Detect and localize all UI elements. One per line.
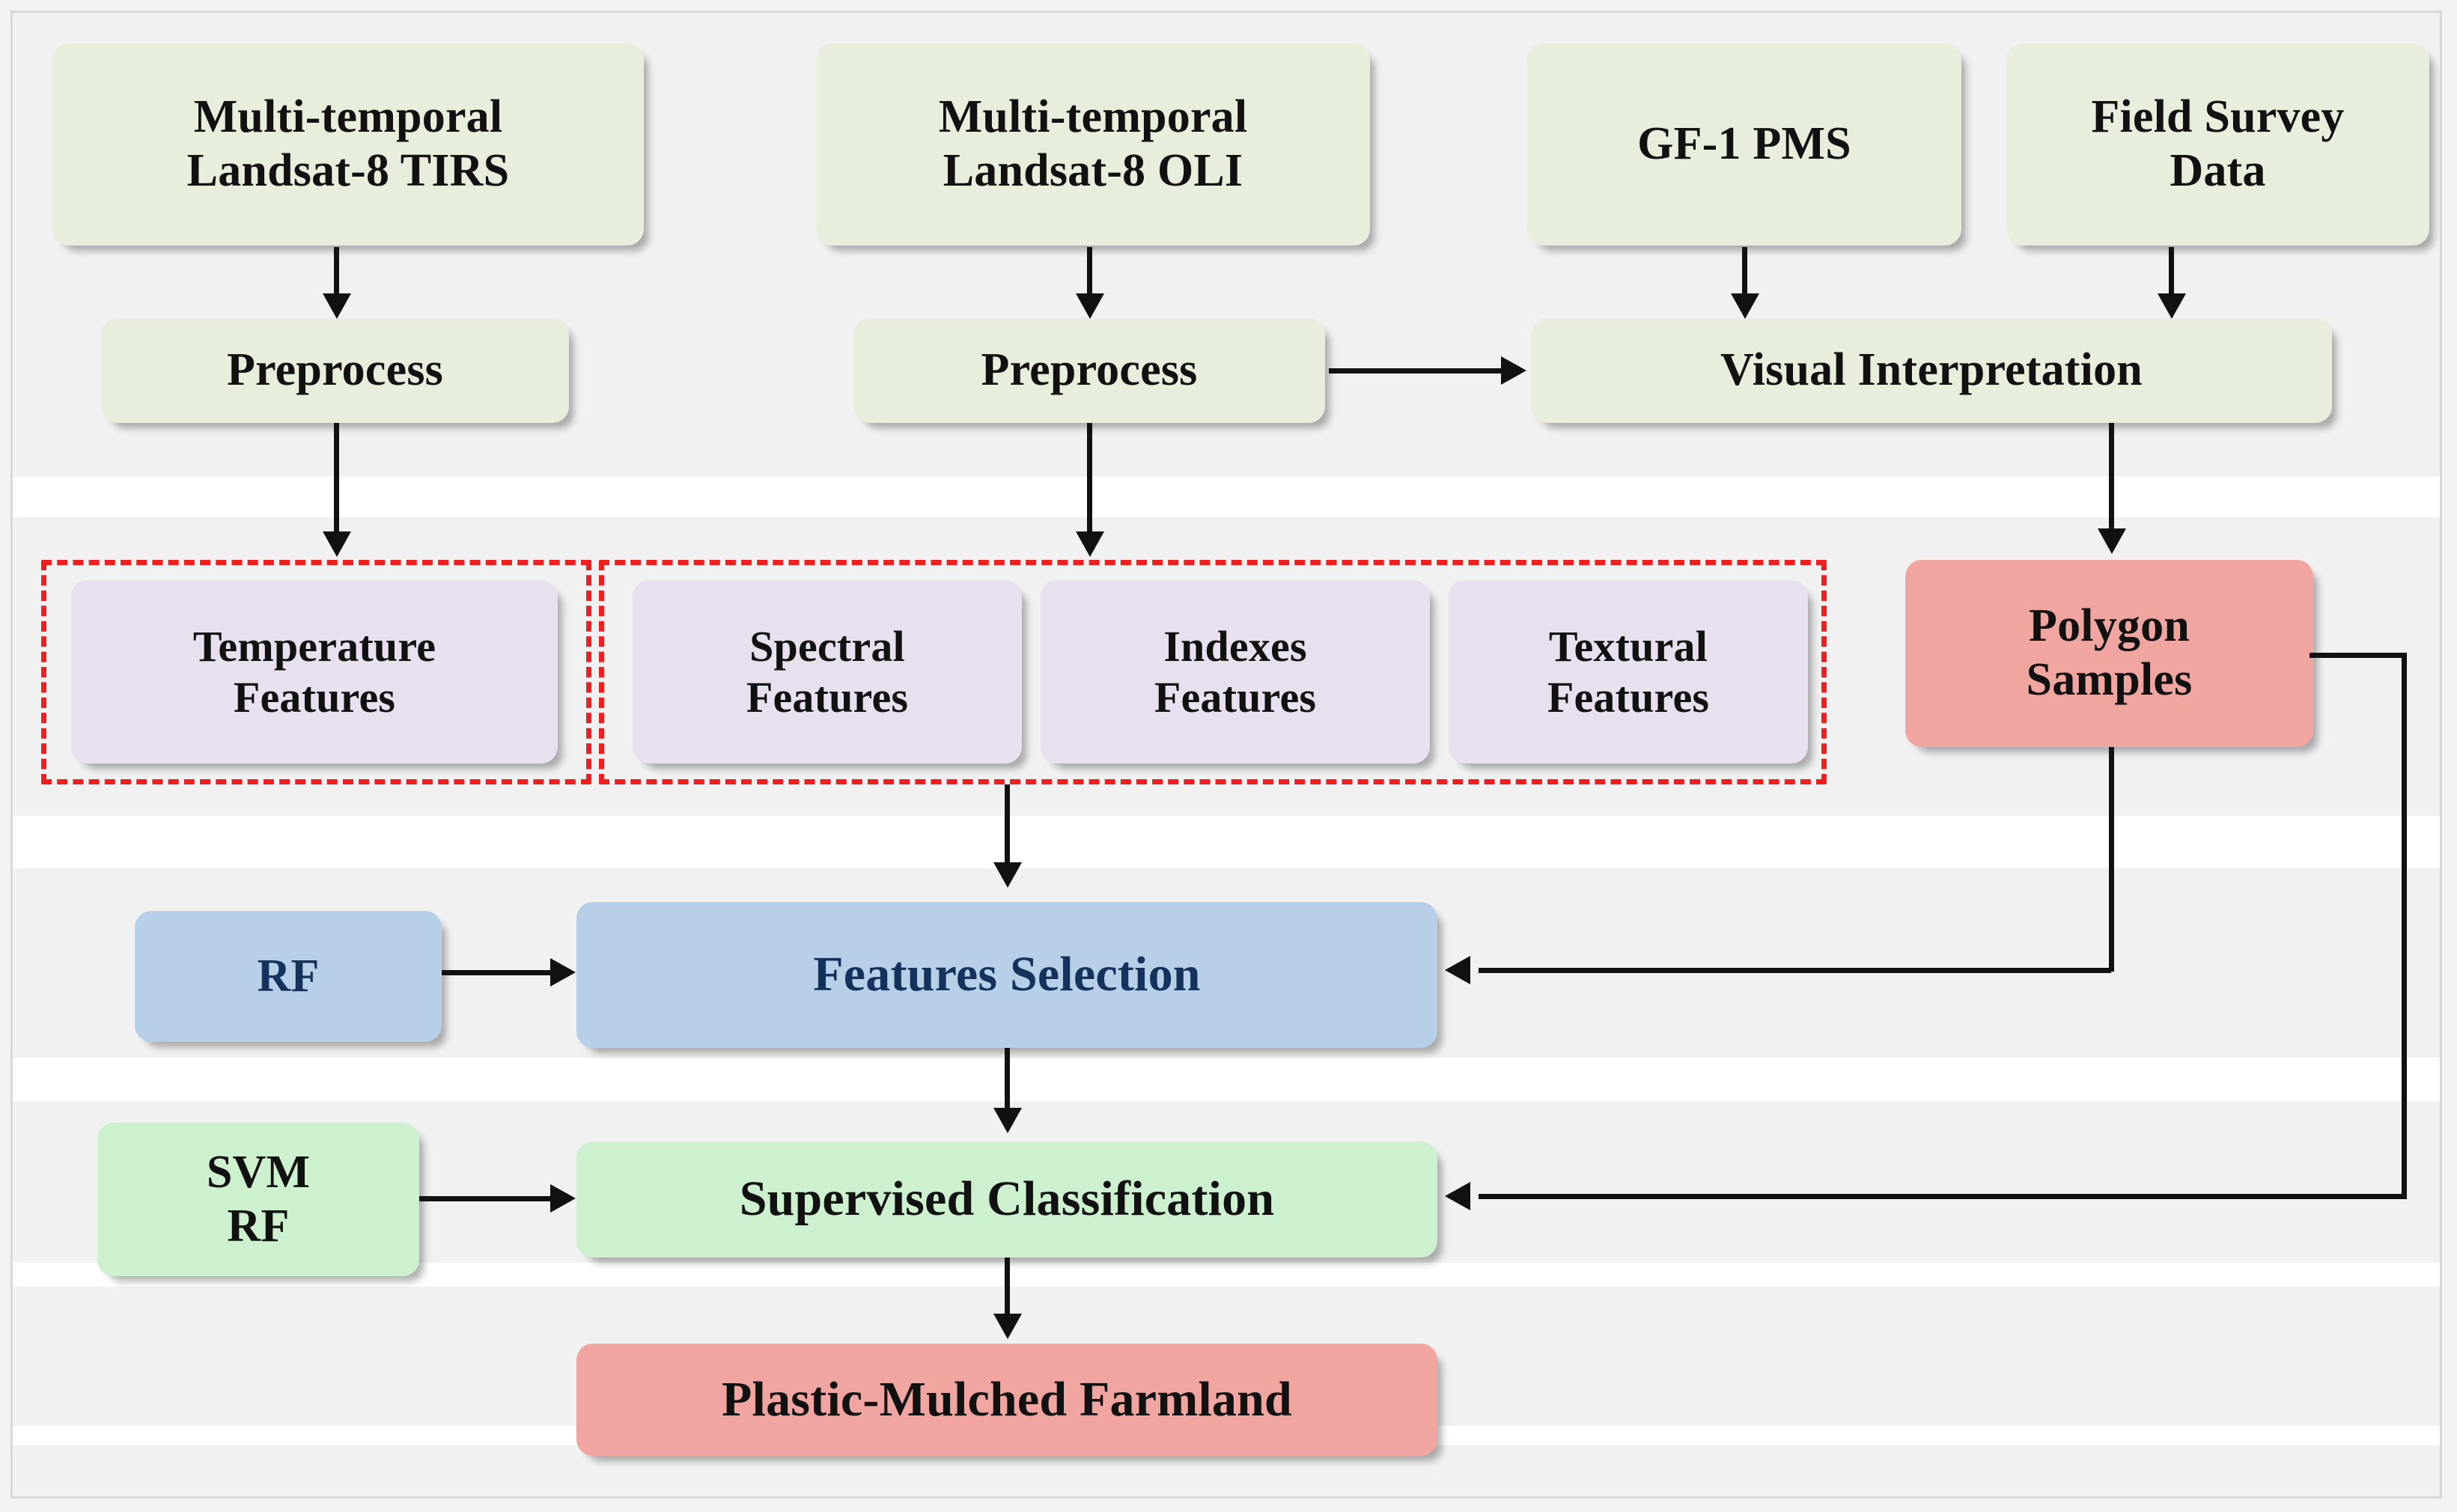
edge-polygon-samples-to-features-selection-vertical [2109, 747, 2114, 972]
node-polygon-samples-line2: Samples [2026, 654, 2193, 705]
edge-gf1-to-visual-interpretation-arrowhead [1731, 293, 1759, 319]
edge-polygon-samples-to-features-selection-arrowhead [1445, 956, 1470, 984]
node-polygon-samples-line1: Polygon [2029, 600, 2190, 652]
node-rf[interactable]: RF [135, 911, 442, 1042]
node-landsat8-oli[interactable]: Multi-temporal Landsat-8 OLI [816, 43, 1370, 246]
edge-polygon-samples-to-supervised-classification-horizontal [1479, 1194, 2407, 1199]
edge-field-survey-to-visual-interpretation-arrowhead [2158, 293, 2186, 319]
edge-preprocess-to-optical-features-arrowhead [1076, 531, 1104, 557]
edge-visual-interpretation-to-polygon-samples [2109, 423, 2114, 532]
node-field-survey-data[interactable]: Field Survey Data [2006, 43, 2429, 246]
edge-supervised-classification-to-result [1005, 1258, 1010, 1317]
node-landsat8-tirs[interactable]: Multi-temporal Landsat-8 TIRS [52, 43, 644, 246]
edge-rf-to-features-selection [442, 970, 554, 975]
node-landsat8-oli-line2: Landsat-8 OLI [943, 145, 1243, 196]
node-temperature-features-line1: Temperature [192, 622, 436, 671]
edge-features-to-features-selection [1005, 784, 1010, 867]
node-svm-rf-line1: SVM [206, 1146, 311, 1198]
node-field-survey-data-line1: Field Survey [2091, 91, 2345, 143]
node-field-survey-data-line2: Data [2170, 145, 2266, 196]
edge-oli-to-preprocess [1087, 247, 1092, 298]
background-band [13, 477, 2440, 517]
node-landsat8-tirs-line2: Landsat-8 TIRS [186, 145, 510, 196]
node-visual-interpretation[interactable]: Visual Interpretation [1531, 318, 2332, 423]
node-indexes-features[interactable]: Indexes Features [1041, 580, 1430, 763]
node-features-selection[interactable]: Features Selection [576, 902, 1437, 1048]
node-visual-interpretation-label: Visual Interpretation [1720, 344, 2143, 396]
node-supervised-classification[interactable]: Supervised Classification [576, 1141, 1437, 1258]
node-polygon-samples[interactable]: Polygon Samples [1905, 560, 2313, 747]
node-gf1-pms[interactable]: GF-1 PMS [1527, 43, 1961, 246]
node-landsat8-oli-line1: Multi-temporal [938, 91, 1248, 143]
background-band [13, 816, 2440, 868]
node-preprocess-oli-label: Preprocess [981, 344, 1198, 396]
node-indexes-features-line1: Indexes [1163, 622, 1307, 671]
edge-oli-to-preprocess-arrowhead [1076, 293, 1104, 319]
node-textural-features-line2: Features [1547, 672, 1710, 722]
edge-visual-interpretation-to-polygon-samples-arrowhead [2098, 528, 2126, 554]
edge-polygon-samples-to-supervised-classification-top [2310, 653, 2407, 658]
node-gf1-pms-label: GF-1 PMS [1637, 118, 1851, 170]
node-temperature-features[interactable]: Temperature Features [71, 580, 558, 763]
node-landsat8-tirs-line1: Multi-temporal [193, 91, 503, 143]
edge-supervised-classification-to-result-arrowhead [993, 1314, 1022, 1339]
node-temperature-features-line2: Features [233, 672, 396, 722]
edge-svm-rf-to-supervised-classification [419, 1196, 554, 1201]
node-spectral-features-line2: Features [746, 672, 909, 722]
edge-gf1-to-visual-interpretation [1742, 247, 1747, 298]
edge-features-to-features-selection-arrowhead [993, 862, 1022, 888]
edge-field-survey-to-visual-interpretation [2169, 247, 2174, 298]
edge-preprocess-to-visual-interpretation-arrowhead [1501, 356, 1526, 385]
node-plastic-mulched-farmland-label: Plastic-Mulched Farmland [722, 1371, 1292, 1427]
node-indexes-features-line2: Features [1154, 672, 1317, 722]
edge-preprocess-to-temperature-features-arrowhead [323, 531, 351, 557]
edge-polygon-samples-to-supervised-classification-vertical [2402, 653, 2407, 1199]
node-textural-features-line1: Textural [1548, 622, 1708, 671]
edge-tirs-to-preprocess-arrowhead [323, 293, 351, 319]
edge-features-selection-to-supervised-classification-arrowhead [993, 1108, 1022, 1133]
edge-preprocess-to-optical-features [1087, 423, 1092, 535]
edge-preprocess-to-temperature-features [334, 423, 339, 535]
node-preprocess-oli[interactable]: Preprocess [853, 318, 1325, 423]
node-preprocess-tirs-label: Preprocess [227, 344, 443, 396]
node-svm-rf[interactable]: SVM RF [97, 1123, 419, 1276]
edge-tirs-to-preprocess [334, 247, 339, 298]
node-rf-label: RF [257, 950, 320, 1002]
node-svm-rf-line2: RF [227, 1200, 290, 1252]
node-textural-features[interactable]: Textural Features [1449, 580, 1808, 763]
optical-feature-group [599, 560, 1827, 784]
background-band [13, 1058, 2440, 1101]
edge-preprocess-to-visual-interpretation [1329, 368, 1505, 374]
node-plastic-mulched-farmland[interactable]: Plastic-Mulched Farmland [576, 1344, 1437, 1456]
edge-features-selection-to-supervised-classification [1005, 1048, 1010, 1112]
temperature-feature-group [41, 560, 591, 784]
node-preprocess-tirs[interactable]: Preprocess [101, 318, 569, 423]
edge-rf-to-features-selection-arrowhead [550, 958, 576, 987]
node-supervised-classification-label: Supervised Classification [739, 1171, 1275, 1227]
edge-svm-rf-to-supervised-classification-arrowhead [550, 1184, 576, 1213]
edge-polygon-samples-to-features-selection-horizontal [1479, 968, 2111, 973]
node-spectral-features[interactable]: Spectral Features [633, 580, 1022, 763]
node-features-selection-label: Features Selection [813, 947, 1201, 1002]
node-spectral-features-line1: Spectral [749, 622, 905, 671]
edge-polygon-samples-to-supervised-classification-arrowhead [1445, 1182, 1470, 1210]
